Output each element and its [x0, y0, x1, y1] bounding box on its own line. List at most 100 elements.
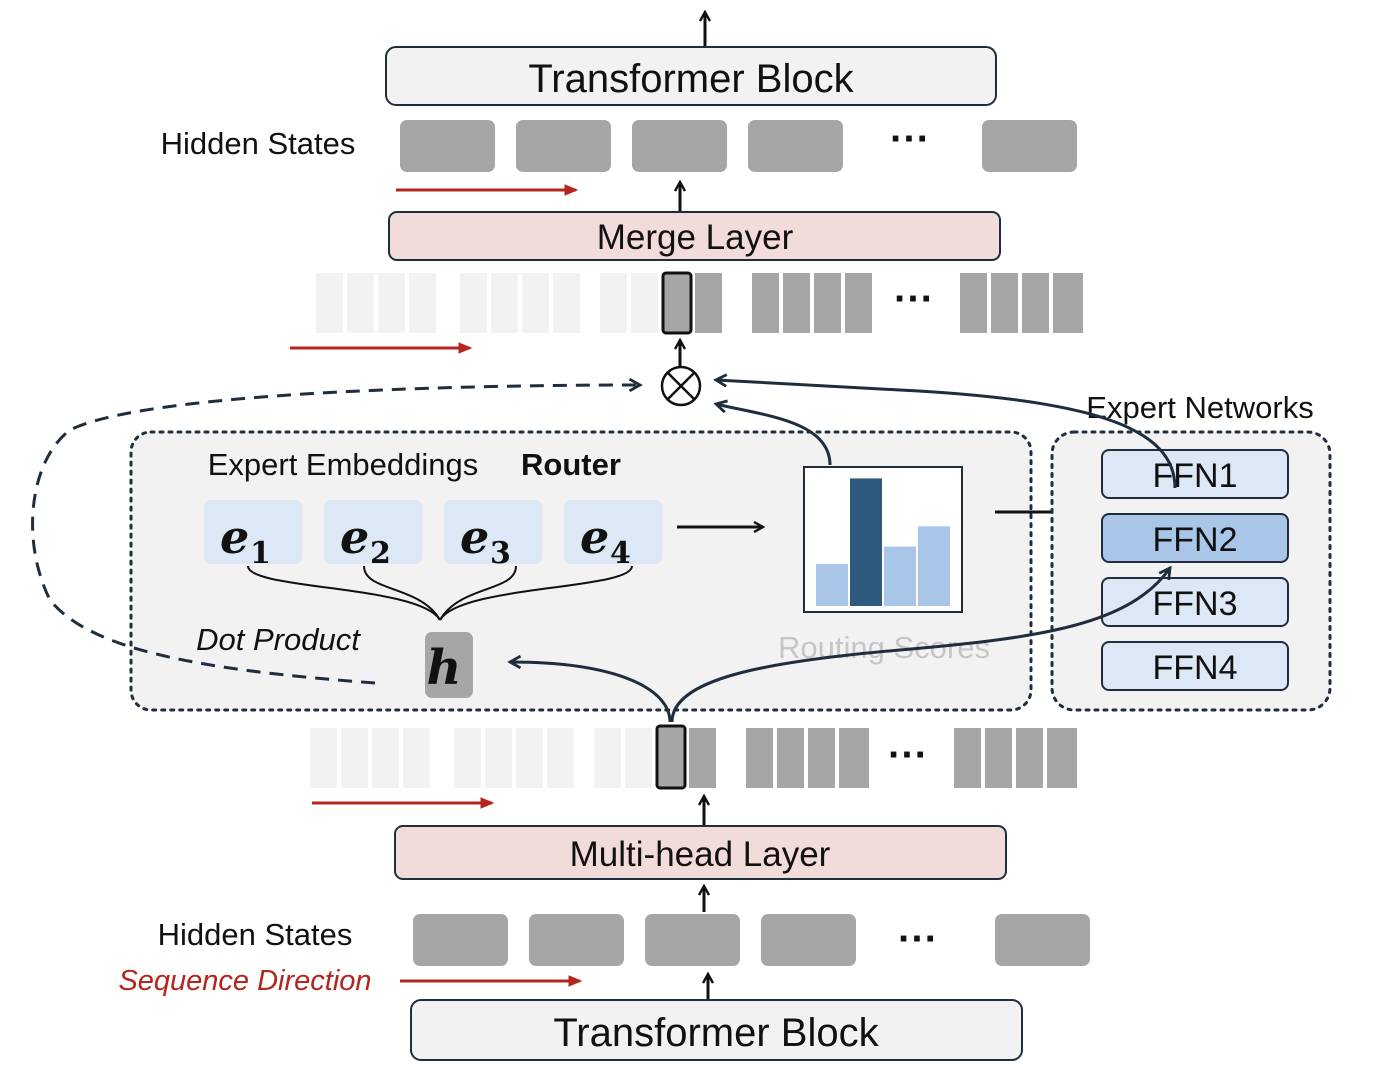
sub-token — [1022, 273, 1049, 333]
sub-token — [625, 728, 652, 788]
ffn-box-2: FFN2 — [1101, 513, 1289, 563]
scores-to-combine-arrow — [716, 404, 832, 466]
expert-embedding-symbol: e — [580, 510, 609, 564]
merge-layer-label: Merge Layer — [597, 218, 794, 257]
hidden-state-token — [516, 120, 611, 172]
hidden-state-token — [400, 120, 495, 172]
multihead-layer: Multi-head Layer — [394, 825, 1007, 880]
current-sub-token-top — [661, 271, 693, 335]
routing-score-bar-3 — [884, 546, 916, 606]
sub-token — [1016, 728, 1043, 788]
sub-token — [594, 728, 621, 788]
hidden-vector-symbol: h — [427, 640, 462, 696]
ffn-box-4: FFN4 — [1101, 641, 1289, 691]
sub-token — [991, 273, 1018, 333]
sub-token — [783, 273, 810, 333]
hidden-state-token — [529, 914, 624, 966]
hidden-state-token — [632, 120, 727, 172]
top-transformer-block-label: Transformer Block — [528, 57, 854, 101]
bottom-transformer-block-label: Transformer Block — [553, 1011, 879, 1055]
router-label: Router — [521, 447, 621, 482]
sub-token — [522, 273, 549, 333]
hidden-states-top-label: Hidden States — [161, 126, 356, 161]
sub-token — [491, 273, 518, 333]
sequence-direction-label: Sequence Direction — [118, 965, 371, 997]
expert-embedding-index: 4 — [610, 536, 631, 571]
sub-token — [839, 728, 869, 788]
sub-token — [752, 273, 779, 333]
multihead-layer-label: Multi-head Layer — [570, 835, 831, 874]
hidden-state-token — [982, 120, 1077, 172]
top-transformer-block: Transformer Block — [385, 46, 997, 106]
expert-embedding-index: 1 — [250, 536, 271, 571]
sub-token — [1047, 728, 1077, 788]
expert-embedding-index: 2 — [370, 536, 391, 571]
sub-token — [310, 728, 337, 788]
hidden-state-token — [645, 914, 740, 966]
sub-token — [954, 728, 981, 788]
sub-token — [689, 728, 716, 788]
sub-token — [316, 273, 343, 333]
ffn-label: FFN2 — [1153, 521, 1238, 559]
sub-token — [516, 728, 543, 788]
sub-tokens-top-row: ··· — [316, 271, 1083, 335]
ffn-label: FFN4 — [1153, 649, 1238, 687]
sub-tokens-top-ellipsis: ··· — [894, 277, 934, 321]
sub-token — [777, 728, 804, 788]
hidden-state-token — [995, 914, 1090, 966]
combine-operator-icon — [660, 365, 702, 407]
current-sub-token-bottom — [655, 724, 687, 790]
sub-token — [403, 728, 430, 788]
token-to-ffn-arrow — [670, 568, 1170, 723]
expert-to-combine-arrow — [716, 380, 1177, 489]
ffn-label: FFN1 — [1153, 457, 1238, 495]
expert-embedding-symbol: e — [220, 510, 249, 564]
routing-score-bar-2 — [850, 478, 882, 606]
expert-embedding-symbol: e — [340, 510, 369, 564]
sub-token — [845, 273, 872, 333]
sub-token — [485, 728, 512, 788]
sub-token — [600, 273, 627, 333]
sub-token — [372, 728, 399, 788]
expert-embeddings-label: Expert Embeddings — [208, 447, 479, 482]
sub-token — [695, 273, 722, 333]
sub-token — [985, 728, 1012, 788]
ffn-box-1: FFN1 — [1101, 449, 1289, 499]
hidden-states-top-ellipsis: ··· — [890, 117, 930, 161]
sub-token — [808, 728, 835, 788]
hidden-state-token — [748, 120, 843, 172]
hidden-states-bottom-ellipsis: ··· — [898, 917, 938, 961]
routing-score-bar-4 — [918, 526, 950, 606]
sub-tokens-bottom-row: ··· — [310, 724, 1077, 790]
hidden-states-bottom-label: Hidden States — [158, 917, 353, 952]
sub-token — [746, 728, 773, 788]
sub-token — [341, 728, 368, 788]
expert-embedding-index: 3 — [490, 536, 511, 571]
dot-product-label: Dot Product — [196, 622, 361, 657]
ffn-box-3: FFN3 — [1101, 577, 1289, 627]
hidden-state-token — [413, 914, 508, 966]
sub-token — [547, 728, 574, 788]
sub-token — [460, 273, 487, 333]
expert-networks-label: Expert Networks — [1086, 390, 1313, 425]
sub-token — [347, 273, 374, 333]
merge-layer: Merge Layer — [388, 211, 1001, 261]
sub-token — [378, 273, 405, 333]
residual-dashed-arrow — [31, 385, 640, 685]
sub-token — [814, 273, 841, 333]
hidden-states-top-row: ··· — [400, 117, 1077, 172]
ffn-label: FFN3 — [1153, 585, 1238, 623]
sub-token — [454, 728, 481, 788]
token-to-h-arrow — [510, 662, 672, 723]
hidden-states-bottom-row: ··· — [413, 914, 1090, 966]
sub-token — [553, 273, 580, 333]
expert-embedding-symbol: e — [460, 510, 489, 564]
sub-token — [960, 273, 987, 333]
sub-token — [631, 273, 658, 333]
